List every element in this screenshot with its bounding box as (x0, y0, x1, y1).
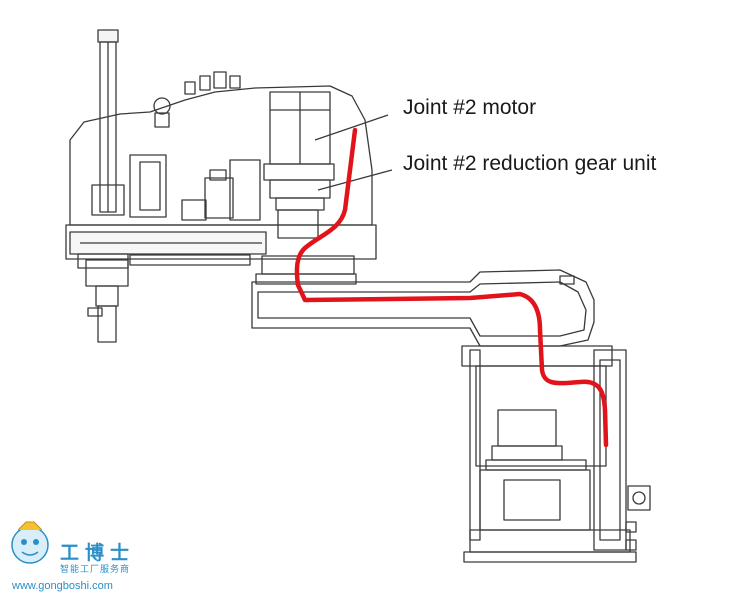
joint-2-reduction-gear (269, 169, 393, 239)
joint-2-gear-label: Joint #2 reduction gear unit (403, 152, 657, 175)
joint-2-flange (255, 255, 357, 285)
base-column (461, 345, 651, 563)
ball-screw-spline-shaft (85, 29, 129, 343)
joint-2-motor-label: Joint #2 motor (403, 96, 537, 119)
watermark-tagline: 智能工厂服务商 (60, 565, 131, 575)
cable-route-line (294, 127, 609, 448)
watermark-brand: 工博士 (60, 542, 136, 564)
joint-2-motor (263, 91, 389, 181)
watermark-url: www.gongboshi.com (12, 580, 113, 592)
arm-2-housing (65, 71, 377, 269)
arm-1-link (251, 269, 595, 347)
watermark-logo (11, 521, 49, 564)
